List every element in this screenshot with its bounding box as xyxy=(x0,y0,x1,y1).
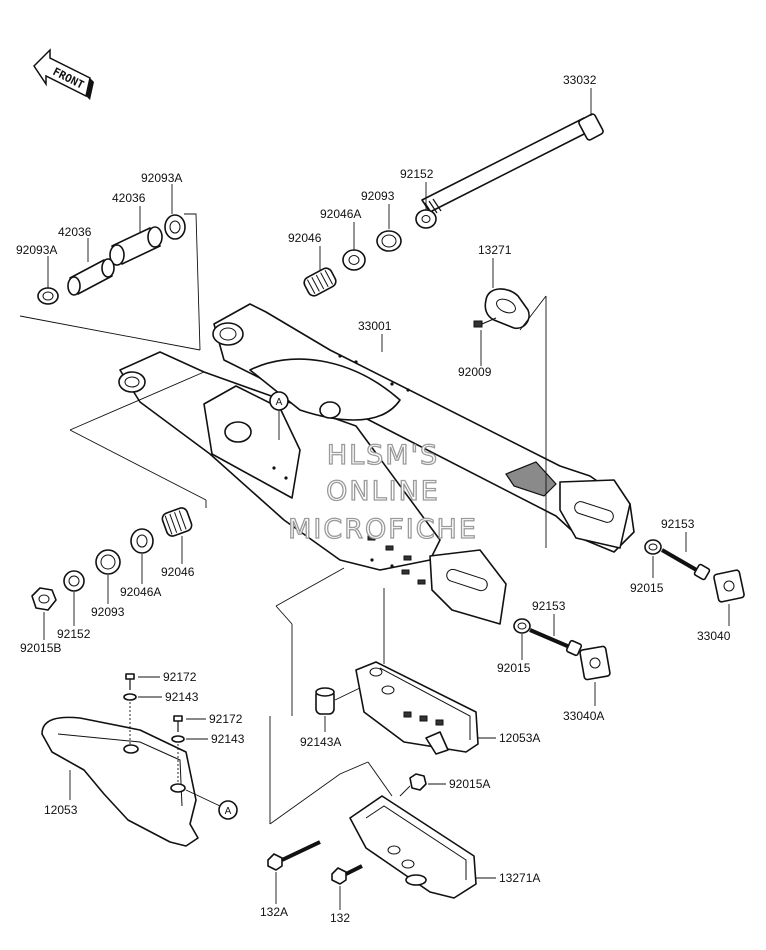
watermark-line-2: ONLINE xyxy=(326,476,440,507)
label-92152-top: 92152 xyxy=(400,167,434,181)
ref-marker-a-top-label: A xyxy=(276,397,283,408)
label-92143-b: 92143 xyxy=(211,732,245,746)
label-92046-top: 92046 xyxy=(288,231,322,245)
sleeve-42036-left xyxy=(67,258,115,296)
label-92015-right: 92015 xyxy=(630,581,664,595)
label-12053: 12053 xyxy=(44,803,78,817)
collar-92152-top xyxy=(415,209,437,229)
seal-92093A-left xyxy=(37,287,59,305)
label-92143A: 92143A xyxy=(300,735,341,749)
watermark-line-3: MICROFICHE xyxy=(288,514,478,545)
label-92046A-bottom: 92046A xyxy=(120,585,161,599)
label-92015-mid: 92015 xyxy=(497,661,531,675)
label-132A: 132A xyxy=(260,905,288,919)
chain-guard-12053 xyxy=(41,716,199,847)
label-42036-left: 42036 xyxy=(58,225,92,239)
label-92093-top: 92093 xyxy=(361,189,395,203)
label-92093A-top: 92093A xyxy=(141,171,182,185)
label-92153-right: 92153 xyxy=(661,517,695,531)
bolt-132 xyxy=(331,864,363,885)
ref-marker-a-top: A xyxy=(269,391,289,440)
chain-guide-12053A xyxy=(355,661,479,755)
seal-92093A-top xyxy=(164,214,186,240)
nut-92015-mid xyxy=(513,618,531,634)
nut-92015A xyxy=(409,773,427,791)
swingarm-33001 xyxy=(118,303,635,625)
label-13271: 13271 xyxy=(478,243,512,257)
label-92046A-top: 92046A xyxy=(320,207,361,221)
ref-marker-a-bottom: A xyxy=(185,789,238,820)
label-92093-bottom: 92093 xyxy=(91,605,125,619)
label-92153-mid: 92153 xyxy=(532,599,566,613)
block-33040 xyxy=(713,569,745,603)
label-132: 132 xyxy=(330,911,350,925)
label-92143-a: 92143 xyxy=(165,690,199,704)
watermark: HLSM'S ONLINE MICROFICHE xyxy=(287,439,478,545)
bearing-92046A-top xyxy=(342,249,366,271)
sleeve-42036-top xyxy=(109,226,163,266)
label-92152-bottom: 92152 xyxy=(57,627,91,641)
seal-92093-top xyxy=(376,230,402,252)
seal-92093-bottom xyxy=(95,549,121,575)
label-92172-a: 92172 xyxy=(163,670,197,684)
label-33040A: 33040A xyxy=(563,709,604,723)
label-42036-top: 42036 xyxy=(112,191,146,205)
label-33032: 33032 xyxy=(563,73,597,87)
screw-92172-a xyxy=(125,673,135,690)
label-92015A: 92015A xyxy=(449,777,490,791)
chain-slider-13271 xyxy=(484,288,530,330)
bolt-92153-right xyxy=(660,548,711,581)
label-92093A-left: 92093A xyxy=(16,243,57,257)
washer-92143-a xyxy=(123,693,137,701)
part-labels: 33032 92152 92093 92046A 92046 92093A 42… xyxy=(16,73,731,925)
bearing-92046A-bottom xyxy=(130,528,154,554)
collar-92152-bottom xyxy=(63,570,85,592)
label-13271A: 13271A xyxy=(499,871,540,885)
label-92172-b: 92172 xyxy=(209,712,243,726)
bolt-132A xyxy=(267,840,321,871)
screw-92172-b xyxy=(173,715,183,732)
chain-slider-13271A xyxy=(349,795,477,899)
ref-marker-a-bottom-label: A xyxy=(225,806,232,817)
needle-bearing-92046-top xyxy=(303,267,337,297)
watermark-line-1: HLSM'S xyxy=(327,440,439,471)
collar-92143A xyxy=(315,687,335,715)
label-33040: 33040 xyxy=(697,629,731,643)
nut-92015-right xyxy=(644,539,662,555)
front-arrow-icon: FRONT xyxy=(33,48,94,100)
needle-bearing-92046-bottom xyxy=(161,507,193,537)
bolt-92153-mid xyxy=(529,628,583,657)
axle-shaft xyxy=(421,113,604,216)
label-92009: 92009 xyxy=(458,365,492,379)
screw-92009 xyxy=(473,317,497,328)
nut-92015B xyxy=(31,587,57,611)
block-33040A xyxy=(579,645,611,681)
label-33001: 33001 xyxy=(358,319,392,333)
washer-92143-b xyxy=(171,735,185,743)
label-12053A: 12053A xyxy=(499,731,540,745)
label-92046-bottom: 92046 xyxy=(161,565,195,579)
leader-lines xyxy=(43,88,730,910)
label-92015B: 92015B xyxy=(20,641,61,655)
